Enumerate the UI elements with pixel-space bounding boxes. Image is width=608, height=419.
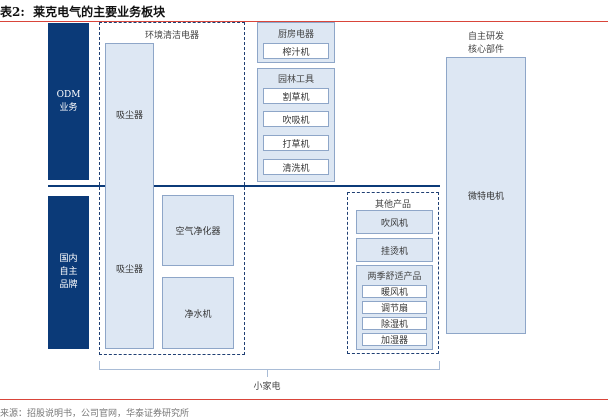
vacuum-box bbox=[105, 43, 154, 349]
garden-item: 清洗机 bbox=[263, 159, 329, 175]
juicer-box: 榨汁机 bbox=[263, 43, 329, 59]
other-products-group bbox=[347, 192, 439, 354]
other-products-label: 其他产品 bbox=[374, 200, 411, 210]
air-purifier-box: 空气净化器 bbox=[162, 195, 234, 266]
vacuum-domestic-label: 吸尘器 bbox=[115, 265, 143, 275]
odm-row-label: ODM 业务 bbox=[48, 23, 89, 180]
comfort-item: 调节扇 bbox=[362, 301, 427, 314]
other-item: 挂烫机 bbox=[356, 238, 433, 262]
small-appliance-bracket bbox=[99, 361, 440, 370]
figure-title: 表2: 莱克电气的主要业务板块 bbox=[0, 5, 166, 19]
bracket-tick bbox=[267, 370, 268, 377]
garden-label: 园林工具 bbox=[277, 75, 314, 85]
footer-rule bbox=[0, 399, 608, 400]
small-appliance-label: 小家电 bbox=[253, 382, 281, 392]
garden-item: 打草机 bbox=[263, 135, 329, 151]
comfort-label: 两季舒适产品 bbox=[367, 272, 422, 282]
core-label-2: 核心部件 bbox=[467, 45, 504, 55]
garden-item: 割草机 bbox=[263, 88, 329, 104]
comfort-item: 除湿机 bbox=[362, 317, 427, 330]
title-rule bbox=[0, 21, 608, 22]
env-cleaning-group bbox=[99, 22, 245, 355]
domestic-row-label: 国内 自主 品牌 bbox=[48, 196, 89, 349]
vacuum-odm-label: 吸尘器 bbox=[115, 111, 143, 121]
garden-item: 吹吸机 bbox=[263, 111, 329, 127]
kitchen-label: 厨房电器 bbox=[277, 30, 314, 40]
env-cleaning-label: 环境清洁电器 bbox=[144, 31, 199, 41]
core-label-1: 自主研发 bbox=[467, 32, 504, 42]
other-item: 吹风机 bbox=[356, 210, 433, 234]
comfort-item: 加湿器 bbox=[362, 333, 427, 346]
water-purifier-box: 净水机 bbox=[162, 277, 234, 349]
micro-motor-box: 微特电机 bbox=[446, 57, 526, 334]
comfort-item: 暖风机 bbox=[362, 285, 427, 298]
